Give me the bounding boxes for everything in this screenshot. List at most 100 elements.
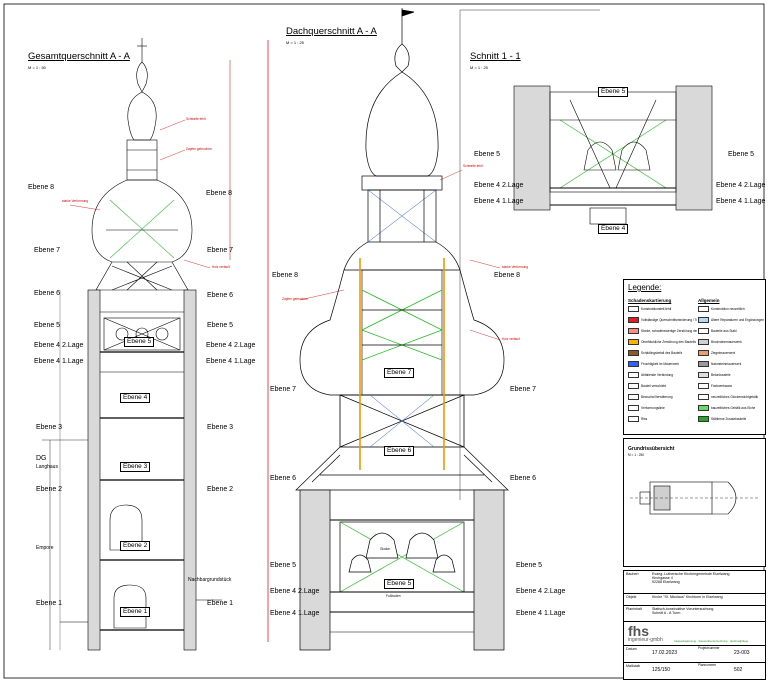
right-section-title: Schnitt 1 - 1: [470, 51, 521, 62]
legend-left-heading: Schadenskartierung: [628, 298, 672, 303]
level-label: Ebene 5: [728, 151, 755, 158]
tb-inhalt-line: Schnitt A - A Turm: [652, 611, 681, 616]
legend-swatch: [698, 328, 709, 334]
legend-item-label: Starke, schadenswertige Zerstörung des B…: [641, 329, 697, 333]
legend-item: Bauteile aus Stahl: [698, 328, 737, 334]
legend-item: Ziegelmauerwerk: [698, 350, 735, 356]
site-plan-panel: Grundrissübersicht M = 1 : 250: [623, 438, 766, 567]
legend-item: Verformungslinie: [628, 405, 665, 411]
legend-swatch: [698, 372, 709, 378]
legend-swatch: [698, 394, 709, 400]
tb-label: Objekt: [626, 595, 637, 599]
level-label: Ebene 3: [36, 424, 63, 431]
legend-item: neuzeitliches Glockenstuhlgebälk: [698, 394, 758, 400]
level-tag: Ebene 2: [120, 541, 151, 551]
langhaus-label: Langhaus: [36, 464, 58, 470]
legend-item: Stählerne Zusatzbauteile: [698, 416, 746, 422]
legend-item: Bauteil verschiebt: [628, 383, 666, 389]
level-label: Ebene 8: [206, 190, 233, 197]
legend-swatch: [628, 394, 639, 400]
left-section-scale: M = 1 : 50: [28, 65, 46, 70]
tb-label: Bauherr: [626, 572, 639, 576]
legend-item: Feuchtigkeit im Mauerwerk: [628, 361, 679, 367]
legend-swatch: [628, 339, 639, 345]
red-annotation-leaders: [69, 119, 501, 341]
damage-callout: Schwelle fehlt: [463, 164, 483, 168]
legend-item-label: Konstruktionsteil fehlt: [641, 307, 672, 311]
legend-item-label: Bauteile aus Stahl: [711, 329, 737, 333]
firm-tagline: tragwerksplanung · bauwerksuntersuchung …: [674, 639, 749, 643]
legend-swatch: [698, 416, 709, 422]
damage-callout: Holz verfault: [502, 337, 520, 341]
right-section-1-1: [513, 85, 713, 225]
legend-item-label: bauzeitliches Gebälk aus Eiche: [711, 406, 756, 410]
legend-item-label: Feuchtigkeit im Mauerwerk: [641, 362, 680, 366]
legend-item-label: Verformungslinie: [641, 406, 665, 410]
level-label: Ebene 6: [207, 292, 234, 299]
tb-inhalt-row: Planinhalt Statisch-konstruktive Vorunte…: [624, 605, 765, 622]
level-tag: Ebene 6: [384, 446, 415, 456]
level-tag: Ebene 4: [598, 224, 629, 234]
legend-swatch: [698, 361, 709, 367]
legend-item-label: Konstruktion neuzeitlich: [711, 307, 745, 311]
level-label: Ebene 6: [510, 475, 537, 482]
legend-swatch: [628, 306, 639, 312]
legend-item: Betonbauteile: [698, 372, 731, 378]
level-label: Ebene 4 1.Lage: [516, 610, 566, 617]
legend-swatch: [628, 372, 639, 378]
legend-swatch: [698, 306, 709, 312]
level-label: Ebene 6: [34, 290, 61, 297]
level-label: Ebene 4 1.Lage: [34, 358, 84, 365]
site-plan-scale: M = 1 : 250: [628, 453, 645, 457]
legend-item-label: Bewuchs/Verwitterung: [641, 395, 673, 399]
legend-swatch: [698, 405, 709, 411]
legend-swatch: [698, 383, 709, 389]
tb-label: Plannummer: [698, 663, 717, 667]
tb-plan: 502: [734, 667, 743, 673]
level-label: Ebene 2: [36, 486, 63, 493]
legend-item: Bewuchs/Verwitterung: [628, 394, 673, 400]
level-label: Ebene 8: [494, 272, 521, 279]
level-label: Ebene 7: [34, 247, 61, 254]
legend-swatch: [698, 350, 709, 356]
legend-item: Ältere Reparaturen und Ergänzungen: [698, 317, 764, 323]
middle-section-scale: M = 1 : 25: [286, 40, 304, 45]
tb-scale: 125/150: [652, 667, 671, 673]
legend-swatch: [628, 328, 639, 334]
damage-callout: starke Verformung: [62, 199, 89, 203]
level-label: Ebene 5: [516, 562, 543, 569]
level-tag: Ebene 1: [120, 607, 151, 617]
level-label: Ebene 5: [270, 562, 297, 569]
legend-item-label: Riss: [641, 417, 648, 421]
legend-item: Oberflächliche Zerstörung des Bauteils: [628, 339, 696, 345]
tb-bauherr-row: Bauherr Evang.-Lutherische Kirchengemein…: [624, 571, 765, 593]
legend-swatch: [628, 383, 639, 389]
level-label: Ebene 4 2.Lage: [474, 182, 524, 189]
level-label: Ebene 2: [207, 486, 234, 493]
level-label: Ebene 4 2.Lage: [206, 342, 256, 349]
tb-bauherr-line: Kirchgasse 4: [652, 576, 673, 581]
level-label: Ebene 5: [34, 322, 61, 329]
level-label: Ebene 7: [510, 386, 537, 393]
tb-label: Projektnummer: [698, 646, 720, 650]
tb-bauherr-line: 92268 Etzelwang: [652, 580, 680, 585]
dg-label: DG: [36, 455, 47, 462]
legend-item: Schädlingsbefall des Bauteils: [628, 350, 682, 356]
middle-tower-section: [295, 8, 509, 651]
legend-swatch: [698, 317, 709, 323]
firm-logo: fhs: [628, 623, 649, 639]
legend-swatch: [628, 350, 639, 356]
damage-callout: Zapfen gebrochen: [282, 297, 308, 301]
legend-swatch: [628, 405, 639, 411]
site-plan-title: Grundrissübersicht: [628, 446, 675, 452]
floor-note: Fußboden: [386, 594, 401, 598]
legend-item-label: Betonbauteile: [711, 373, 731, 377]
empore-label: Empore: [36, 545, 54, 551]
legend-item-label: Stählerne Zusatzbauteile: [711, 417, 747, 421]
level-label: Ebene 3: [207, 424, 234, 431]
legend-item: bauzeitliches Gebälk aus Eiche: [698, 405, 755, 411]
level-tag: Ebene 3: [120, 462, 151, 472]
legend-swatch: [628, 416, 639, 422]
tb-firm-row: fhs ingenieur-gmbh tragwerksplanung · ba…: [624, 621, 765, 646]
level-label: Ebene 8: [28, 184, 55, 191]
